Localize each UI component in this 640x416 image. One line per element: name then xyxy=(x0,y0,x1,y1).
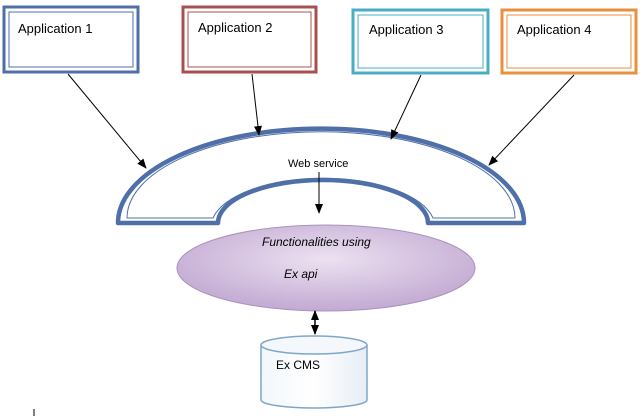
arrow-app3-to-web-service xyxy=(390,74,422,140)
api-label-line1: Functionalities using xyxy=(262,235,371,249)
arrow-app2-to-web-service xyxy=(251,73,262,136)
application-3-label: Application 3 xyxy=(369,22,443,37)
application-box-3: Application 3 xyxy=(351,8,490,75)
application-box-1: Application 1 xyxy=(2,5,140,74)
arrow-app4-to-web-service xyxy=(488,74,575,166)
application-4-label: Application 4 xyxy=(517,22,591,37)
web-service-label: Web service xyxy=(288,158,348,170)
api-ellipse: Functionalities using Ex api xyxy=(176,224,476,312)
web-service-arch: Web service xyxy=(115,126,527,226)
application-2-label: Application 2 xyxy=(198,20,272,35)
api-label-line2: Ex api xyxy=(284,267,318,281)
application-box-2: Application 2 xyxy=(181,5,318,74)
cms-label: Ex CMS xyxy=(276,358,320,372)
arrow-app1-to-web-service xyxy=(67,73,147,169)
application-box-4: Application 4 xyxy=(500,8,638,75)
cms-database-cylinder: Ex CMS xyxy=(260,335,368,409)
application-1-label: Application 1 xyxy=(18,21,92,36)
